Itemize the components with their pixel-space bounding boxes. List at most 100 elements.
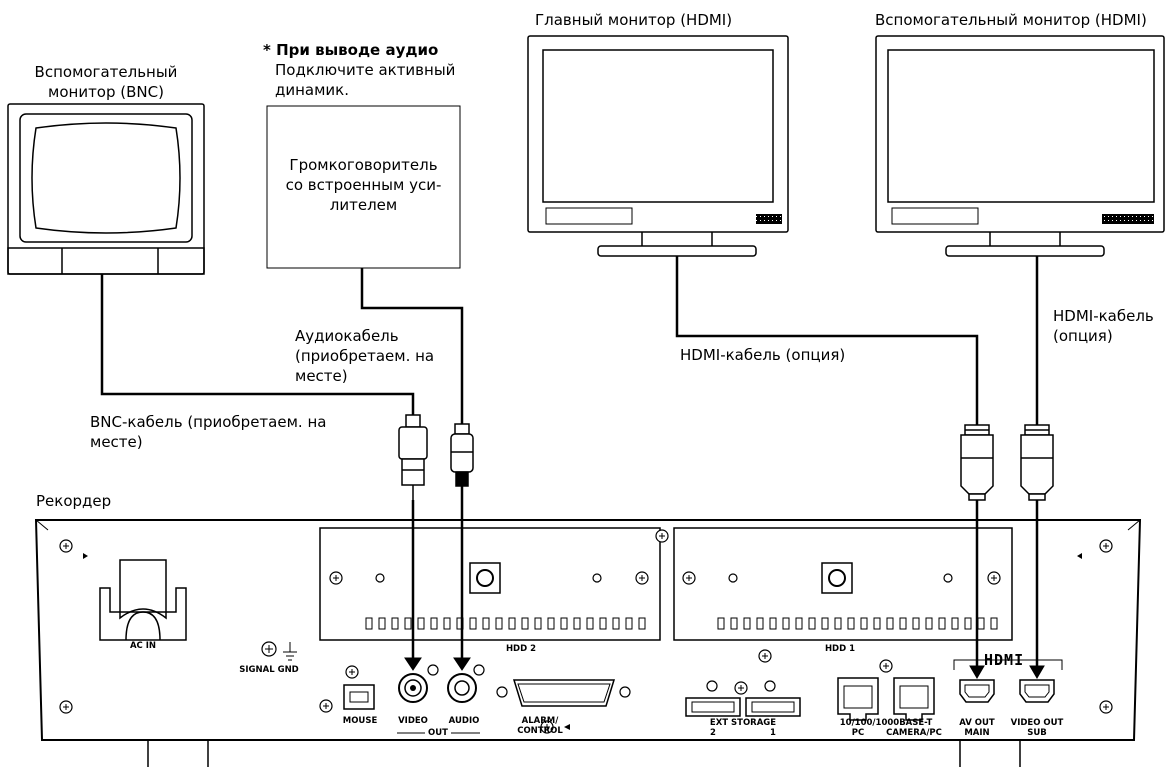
vent-slot <box>951 617 959 630</box>
vent-slot <box>717 617 725 630</box>
vent-slot <box>925 617 933 630</box>
vent-slot <box>625 617 633 630</box>
speaker-box <box>266 105 461 269</box>
audio-note-body-line2: динамик. <box>275 81 350 99</box>
ext-storage-2-label: 2 <box>710 728 716 738</box>
vent-slot <box>977 617 985 630</box>
audio-cable-label: Аудиокабель (приобретаем. на месте) <box>295 326 434 386</box>
main-monitor-label: Главный монитор (HDMI) <box>535 11 733 29</box>
connection-arrows <box>404 486 1045 679</box>
vent-slot <box>573 617 581 630</box>
vent-slot <box>938 617 946 630</box>
vent-slot <box>495 617 503 630</box>
vent-slot <box>378 617 386 630</box>
video-out-line2: SUB <box>1027 728 1047 738</box>
alarm-control-label: ALARM/ CONTROL <box>517 716 563 736</box>
bnc-cable-label: BNC-кабель (приобретаем. на месте) <box>90 412 326 452</box>
speaker-label: Громкоговоритель со встроенным уси- лите… <box>267 155 460 215</box>
vent-slot <box>547 617 555 630</box>
bnc-connector <box>398 414 428 500</box>
vent-slot <box>404 617 412 630</box>
sub-monitor <box>875 35 1165 257</box>
vent-slot <box>769 617 777 630</box>
video-out-line1: VIDEO OUT <box>1010 718 1064 728</box>
vent-slot <box>899 617 907 630</box>
out-label: OUT <box>428 728 448 738</box>
hdmi-cable-main-label: HDMI-кабель (опция) <box>680 346 846 364</box>
vent-slot <box>638 617 646 630</box>
main-monitor <box>527 35 789 257</box>
vent-slot <box>912 617 920 630</box>
bnc-cable-label-line1: BNC-кабель (приобретаем. на <box>90 413 327 431</box>
ext-storage-1-label: 1 <box>770 728 776 738</box>
vent-slot <box>508 617 516 630</box>
vent-slot <box>743 617 751 630</box>
hdmi-cable-sub-label-line1: HDMI-кабель <box>1053 307 1154 325</box>
vent-slot <box>964 617 972 630</box>
vent-slot <box>756 617 764 630</box>
video-out-sub-label: VIDEO OUT SUB <box>1011 718 1064 738</box>
bnc-monitor-label-line1: Вспомогательный <box>34 63 178 81</box>
vent-slot <box>430 617 438 630</box>
vent-slot <box>873 617 881 630</box>
lan-camera-label: CAMERA/PC <box>886 728 942 738</box>
hdmi-main-cable-line <box>675 256 979 425</box>
vent-slot <box>521 617 529 630</box>
rca-connector <box>450 423 474 487</box>
audio-note-body: Подключите активный динамик. <box>275 60 455 100</box>
vent-slot <box>834 617 842 630</box>
bnc-cable-line <box>100 274 415 415</box>
lan-label: 10/100/1000BASE-T <box>839 718 933 728</box>
video-label: VIDEO <box>398 716 428 726</box>
speaker-label-line3: лителем <box>329 196 398 214</box>
hdd1-label: HDD 1 <box>824 644 856 654</box>
mouse-label: MOUSE <box>342 716 378 726</box>
audio-label: AUDIO <box>448 716 480 726</box>
av-out-main-label: AV OUT MAIN <box>959 718 994 738</box>
hdd2-label: HDD 2 <box>505 644 537 654</box>
bnc-cable-label-line2: месте) <box>90 433 143 451</box>
signal-gnd-label: SIGNAL GND <box>239 665 299 675</box>
audio-cable-label-line3: месте) <box>295 367 348 385</box>
audio-note-title: * При выводе аудио <box>263 41 439 59</box>
vent-slot <box>443 617 451 630</box>
vent-slot <box>795 617 803 630</box>
vent-slot <box>808 617 816 630</box>
vent-slot <box>847 617 855 630</box>
ac-in-label: AC IN <box>129 641 157 651</box>
av-out-line2: MAIN <box>964 728 990 738</box>
audio-cable-line <box>360 268 464 424</box>
bnc-monitor <box>7 103 205 275</box>
av-out-line1: AV OUT <box>959 718 995 728</box>
vent-slot <box>586 617 594 630</box>
speaker-label-line2: со встроенным уси- <box>285 176 442 194</box>
audio-cable-label-line1: Аудиокабель <box>295 327 399 345</box>
speaker-label-line1: Громкоговоритель <box>289 156 438 174</box>
sub-monitor-label: Вспомогательный монитор (HDMI) <box>875 11 1147 29</box>
vent-slot <box>417 617 425 630</box>
hdmi-cable-sub-label-line2: (опция) <box>1053 327 1113 345</box>
vent-slot <box>391 617 399 630</box>
bnc-monitor-label: Вспомогательный монитор (BNC) <box>22 62 190 102</box>
recorder-label: Рекордер <box>36 492 112 510</box>
vent-slot <box>612 617 620 630</box>
cables <box>100 256 1039 425</box>
audio-note-body-line1: Подключите активный <box>275 61 456 79</box>
vent-slot <box>990 617 998 630</box>
bnc-monitor-label-line2: монитор (BNC) <box>48 83 164 101</box>
hdmi-connector-main <box>960 424 994 501</box>
recorder-panel <box>34 519 1142 767</box>
vent-slot <box>560 617 568 630</box>
alarm-label-line2: CONTROL <box>517 726 563 736</box>
hdmi-connector-sub <box>1020 424 1054 501</box>
vent-slot <box>821 617 829 630</box>
hdmi-logo: HDMI <box>984 651 1025 669</box>
vent-slot <box>599 617 607 630</box>
alarm-label-line1: ALARM/ <box>521 716 559 726</box>
audio-cable-label-line2: (приобретаем. на <box>295 347 435 365</box>
vent-slot <box>730 617 738 630</box>
vent-slot <box>469 617 477 630</box>
vent-slot <box>534 617 542 630</box>
hdmi-cable-sub-label: HDMI-кабель (опция) <box>1053 306 1154 346</box>
